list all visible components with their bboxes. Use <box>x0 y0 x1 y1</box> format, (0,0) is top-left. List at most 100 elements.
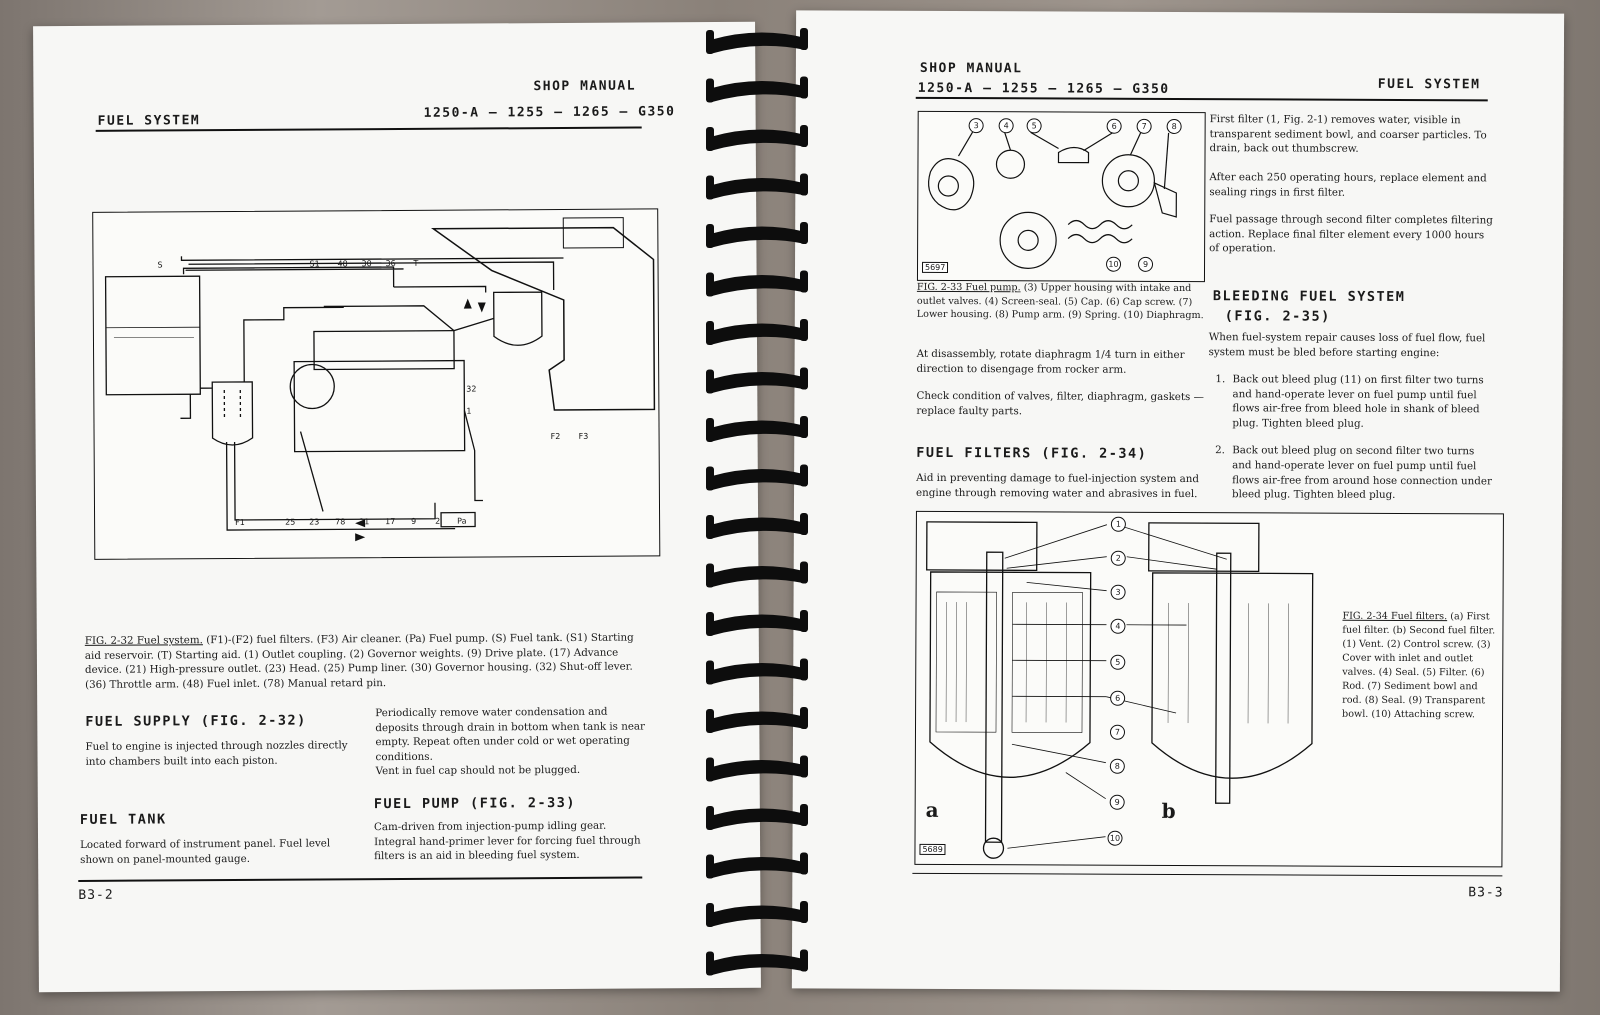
fuel-pump-diagram <box>928 131 1177 269</box>
left-header-models: 1250-A – 1255 – 1265 – G350 <box>423 104 676 121</box>
injection-pump-shape <box>293 359 466 453</box>
lower-housing-shape <box>1101 154 1155 208</box>
binding-coil-end <box>706 806 714 830</box>
right-header-section: FUEL SYSTEM <box>1377 76 1481 93</box>
label-pa: Pa <box>457 516 467 526</box>
fig33-callout-6: 6 <box>1106 118 1122 134</box>
fig34-callout-4: 4 <box>1110 618 1126 634</box>
binding-coil <box>710 565 806 588</box>
fig-2-34-caption: FIG. 2-34 Fuel filters. (a) First fuel f… <box>1342 610 1500 723</box>
binding-coil <box>710 129 806 151</box>
upper-housing-shape <box>928 158 975 211</box>
bleeding-subheading: (FIG. 2-35) <box>1224 308 1331 325</box>
after-each-text: After each 250 operating hours, replace … <box>1209 171 1487 199</box>
binding-coil-end <box>706 903 714 927</box>
fig34-callout-9: 9 <box>1109 794 1125 810</box>
fig34-callout-7: 7 <box>1109 724 1126 740</box>
binding-coil <box>710 177 806 200</box>
fig34-callout-2: 2 <box>1110 550 1126 566</box>
filter-a-rod <box>984 551 1004 843</box>
binding-coil-end <box>706 78 714 103</box>
fig-2-34-caption-label: FIG. 2-34 Fuel filters. <box>1342 610 1448 623</box>
fig33-callout-8: 8 <box>1166 118 1182 135</box>
diaphragm-shape <box>999 211 1057 269</box>
bleeding-step-2: Back out bleed plug on second filter two… <box>1228 444 1492 504</box>
label-2: 2 <box>435 516 441 526</box>
left-footer-rule <box>78 876 643 882</box>
left-page-number: B3-2 <box>78 887 114 903</box>
right-page-number: B3-3 <box>1468 885 1504 901</box>
label-f1: F1 <box>235 517 245 527</box>
filter-a-head <box>926 521 1038 572</box>
binding-coil-end <box>706 563 714 588</box>
binding-coil <box>710 711 806 733</box>
right-header-rule <box>915 96 1488 102</box>
binding-coil-end <box>800 173 808 196</box>
fig34-callout-8: 8 <box>1109 758 1125 774</box>
fig34-callout-1: 1 <box>1110 516 1126 532</box>
binding-coil-end <box>800 319 808 341</box>
binding-coil <box>710 759 806 782</box>
filter-b-bowl <box>1151 572 1314 779</box>
left-page: SHOP MANUAL FUEL SYSTEM 1250-A – 1255 – … <box>33 21 761 993</box>
fuel-filters-diagram <box>926 521 1314 859</box>
filter-a-bowl <box>929 571 1092 778</box>
fuel-tank-heading: FUEL TANK <box>79 811 167 828</box>
fig33-callout-4: 4 <box>998 118 1014 134</box>
binding-coil <box>710 323 806 345</box>
binding-coil-end <box>706 660 714 685</box>
binding-coil <box>710 226 806 248</box>
fuel-supply-text: Fuel to engine is injected through nozzl… <box>85 739 348 768</box>
binding-coil-end <box>800 561 808 584</box>
fuel-supply-heading: FUEL SUPPLY (FIG. 2-32) <box>85 712 307 730</box>
binding-coil <box>710 856 806 879</box>
binding-coil-end <box>706 418 714 442</box>
binding-coil-end <box>706 272 714 297</box>
label-f3: F3 <box>578 431 589 441</box>
label-s1: S1 <box>309 259 320 269</box>
binding-coil <box>710 662 806 685</box>
fuel-tank-text: Located forward of instrument panel. Fue… <box>80 837 331 866</box>
fig34-callout-3: 3 <box>1110 584 1126 600</box>
binding-coil-end <box>800 949 808 972</box>
fuel-filters-figure: 1 2 3 4 5 6 7 8 9 10 a b 5689 FIG. 2-34 … <box>914 510 1504 868</box>
binding-coil-end <box>800 804 808 826</box>
fig33-callout-9: 9 <box>1137 256 1154 272</box>
fig-2-34-caption-text: (a) First fuel filter. (b) Second fuel f… <box>1342 611 1496 721</box>
fuel-filters-text: Aid in preventing damage to fuel-injecti… <box>916 471 1200 500</box>
binding-coil <box>710 420 806 442</box>
fuel-system-figure: S S1 48 30 36 T 32 1 F2 F3 F1 25 23 78 2… <box>92 208 661 560</box>
label-48: 48 <box>337 259 348 269</box>
fuel-pump-text: Cam-driven from injection-pump idling ge… <box>373 819 641 863</box>
label-32: 32 <box>466 384 477 394</box>
binding-coil <box>710 371 806 394</box>
spiral-binding <box>706 28 808 976</box>
binding-coil-end <box>706 466 714 491</box>
binding-coil-end <box>800 222 808 244</box>
label-1: 1 <box>466 406 472 416</box>
binding-coil-end <box>800 755 808 778</box>
binding-coil-end <box>800 76 808 99</box>
binding-coil-end <box>800 28 808 50</box>
right-header-models: 1250-A – 1255 – 1265 – G350 <box>917 80 1170 97</box>
binding-coil-end <box>706 757 714 782</box>
label-78: 78 <box>335 517 346 527</box>
fuel-tank-shape <box>104 275 201 396</box>
left-header-manual: SHOP MANUAL <box>533 78 637 95</box>
first-filter-text: First filter (1, Fig. 2-1) removes water… <box>1209 113 1487 155</box>
binding-coil-end <box>706 854 714 879</box>
binding-coil <box>710 905 806 927</box>
fig33-callout-10: 10 <box>1105 256 1122 272</box>
binding-coil-end <box>706 612 714 636</box>
fuel-filters-heading: FUEL FILTERS (FIG. 2-34) <box>916 444 1148 462</box>
binding-coil-end <box>800 464 808 487</box>
binding-coil-end <box>800 610 808 632</box>
binding-coil-end <box>706 175 714 200</box>
filter-f1-shape <box>211 381 254 446</box>
binding-coil-end <box>706 30 714 54</box>
label-23: 23 <box>309 517 320 527</box>
check-text: Check condition of valves, filter, diaph… <box>916 389 1204 417</box>
filter-b-rod <box>1215 552 1232 804</box>
spring-shape <box>1067 219 1133 230</box>
label-f2: F2 <box>550 432 561 442</box>
